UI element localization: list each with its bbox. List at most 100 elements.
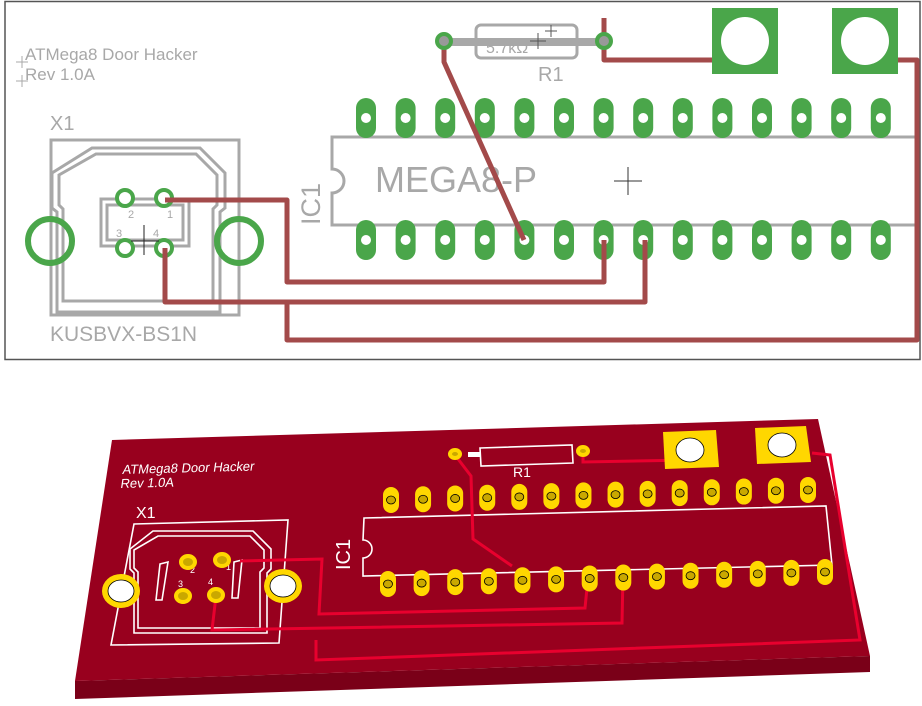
ic-ref-label-3d: IC1 [333, 539, 355, 570]
ic-pin-hole [875, 113, 886, 123]
ic-pin-hole [796, 113, 807, 123]
ic-pin-hole [559, 113, 569, 123]
ic-pin-hole [479, 235, 490, 245]
ic-pin-hole-3d [719, 570, 730, 580]
ic-pin-hole [361, 235, 371, 245]
ic-pin-hole-3d [383, 579, 393, 589]
trace-pad2-loop [284, 57, 920, 343]
ic-pin-hole [400, 235, 411, 245]
board-title: ATMega8 Door Hacker [25, 45, 198, 64]
resistor-origin-cross-icon [530, 25, 557, 49]
ic-pin-hole [440, 235, 451, 245]
ic-pin-hole [361, 113, 371, 123]
resistor-value: 5.7kΩ [486, 40, 528, 57]
usb-pads [115, 188, 174, 258]
ic-pin-hole-3d [752, 569, 763, 579]
usb-origin-cross-icon [131, 225, 159, 255]
usb-pin-label-3: 3 [116, 228, 122, 240]
ic-pin-hole-3d [618, 573, 629, 582]
ic-pin-hole [836, 113, 847, 123]
usb-part-label: KUSBVX-BS1N [50, 323, 197, 346]
ic-pin-hole-3d [706, 487, 717, 497]
usb-pin-label-2: 2 [128, 209, 134, 221]
ic-pin-hole [598, 113, 609, 123]
board-3d [75, 419, 870, 681]
ic-pin-hole-3d [546, 491, 557, 501]
usb-pads-3d [174, 552, 231, 604]
traces-3d [210, 451, 862, 662]
ic-pin-hole-3d [482, 493, 493, 503]
svg-text:3: 3 [178, 579, 183, 589]
trace-usb1-ic [165, 197, 607, 285]
ic-pin-hole [519, 113, 530, 123]
svg-text:1: 1 [226, 562, 231, 572]
ic-pin-hole [440, 113, 451, 123]
ic-pin-hole-3d [578, 490, 589, 500]
ic-part-label: MEGA8-P [375, 159, 537, 200]
ic-pins [356, 98, 891, 260]
ic-pin-hole [638, 113, 649, 123]
connector-pads [712, 8, 898, 74]
ic-pin-hole-3d [551, 574, 561, 584]
ic1-mega8[interactable]: IC1 MEGA8-P [296, 98, 919, 260]
usb-housing [50, 146, 227, 314]
resistor-r1[interactable]: 5.7kΩ R1 [449, 23, 604, 86]
ic-pin-hole-3d [738, 487, 749, 496]
ic-pin-hole [757, 113, 767, 123]
ic-pin-hole [677, 113, 688, 123]
usb-socket-inner [105, 203, 185, 242]
usb-socket [99, 197, 191, 248]
board-revision-3d: Rev 1.0A [120, 475, 176, 491]
ic-pin-hole [400, 113, 411, 123]
ic-pin-hole [757, 235, 767, 245]
usb-outline [49, 138, 241, 317]
ic-pin-hole-3d [803, 485, 813, 495]
ic-pin-hole-3d [642, 489, 653, 499]
ic-pin-hole-3d [610, 490, 621, 500]
ic-pin-hole [717, 113, 728, 123]
ic-pin-hole-3d [517, 575, 528, 585]
board-edge [75, 656, 870, 699]
svg-text:2: 2 [190, 565, 195, 575]
ic-pin-hole-3d [450, 494, 461, 503]
usb-mount-hole-left [25, 216, 75, 266]
board-revision: Rev 1.0A [25, 65, 96, 84]
ic-pin-hole-3d [771, 486, 781, 496]
ic-pin-hole-3d [483, 576, 494, 586]
ic-origin-cross-icon [614, 167, 642, 195]
layout-2d: ATMega8 Door Hacker Rev 1.0A X1 2 1 3 4 … [4, 0, 921, 361]
ic-pin-hole [677, 235, 688, 245]
board-title-3d: ATMega8 Door Hacker [122, 459, 257, 477]
render-3d: ATMega8 Door Hacker Rev 1.0A X1 R1 IC1 2… [75, 419, 870, 699]
resistor-ref-label-3d: R1 [513, 464, 531, 480]
ic-pin-hole-3d [514, 492, 525, 502]
resistor-body [474, 23, 579, 60]
svg-text:4: 4 [208, 577, 213, 587]
resistor-pads [435, 32, 613, 50]
connector-pads-3d [663, 426, 811, 469]
ic-body [330, 135, 919, 227]
ic-pin-hole-3d [786, 568, 797, 578]
resistor-ref-label: R1 [538, 64, 564, 86]
ic-pin-hole-3d [685, 571, 696, 581]
usb-mount-hole-right [214, 216, 264, 266]
ic-pin-hole-3d [674, 488, 685, 498]
ic-pin-hole-3d [386, 495, 396, 505]
ic-pin-hole-3d [584, 574, 595, 583]
ic-pin-hole [479, 113, 490, 123]
ic-pin-hole-3d [418, 494, 428, 504]
ic-pin-hole-3d [652, 572, 662, 582]
ic-pin-hole-3d [820, 567, 830, 577]
ic-pin-hole-3d [416, 578, 427, 588]
ic-pin-hole [836, 235, 847, 245]
ic-pin-hole-3d [450, 577, 461, 587]
ic-pin-hole [875, 235, 886, 245]
ic-ref-label: IC1 [296, 183, 326, 225]
trace-usb4-ic [162, 240, 648, 305]
origin-cross-icon [16, 56, 28, 87]
ic-pin-hole [559, 235, 569, 245]
usb-ref-label-3d: X1 [136, 505, 156, 522]
usb-pin-label-4: 4 [153, 228, 159, 240]
usb-mount-holes-3d [102, 569, 302, 608]
